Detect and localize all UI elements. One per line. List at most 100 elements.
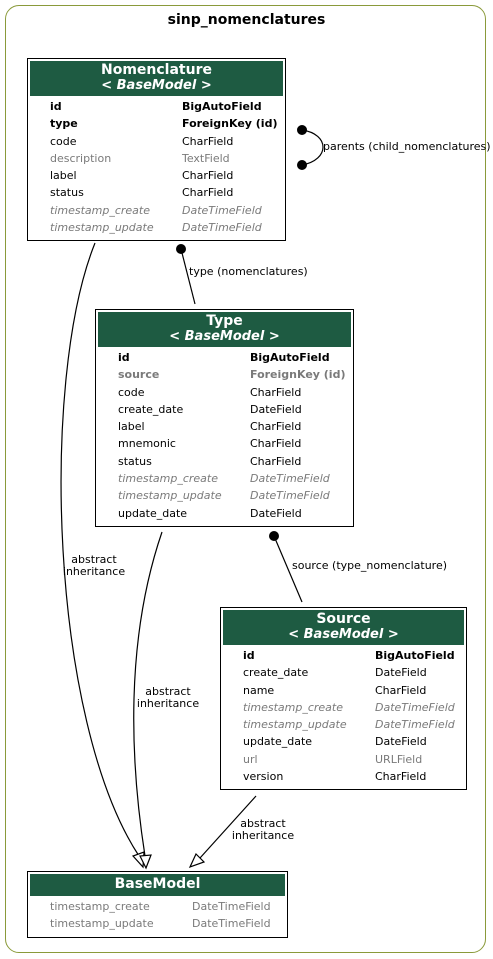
field-name: timestamp_update	[118, 489, 222, 503]
field-row: timestamp_create DateTimeField	[32, 202, 281, 219]
model-nomenclature[interactable]: Nomenclature < BaseModel > id BigAutoFiel…	[27, 58, 286, 242]
inheritance-line-source	[199, 795, 257, 859]
type-relation-line	[180, 248, 196, 305]
inheritance-label-source: abstract inheritance	[229, 818, 297, 842]
field-row: timestamp_create DateTimeField	[32, 898, 283, 915]
field-name: name	[243, 683, 275, 697]
field-name: mnemonic	[118, 437, 176, 451]
parents-relation-line	[301, 129, 324, 166]
inheritance-label-line2: inheritance	[62, 565, 126, 578]
field-row: status CharField	[100, 453, 349, 470]
field-row: url URLField	[225, 751, 462, 768]
inheritance-label-line1: abstract	[145, 685, 191, 698]
field-type: DateField	[250, 402, 302, 416]
field-name: source	[118, 368, 160, 382]
field-name: description	[50, 151, 112, 165]
field-type: BigAutoField	[182, 100, 262, 113]
field-type: DateTimeField	[250, 489, 330, 503]
inheritance-line-type	[133, 531, 163, 857]
inheritance-arrow-source	[188, 852, 206, 869]
field-type: TextField	[182, 151, 230, 165]
field-name: url	[243, 752, 258, 766]
field-type: DateTimeField	[192, 900, 271, 913]
field-type: CharField	[182, 169, 234, 183]
field-type: DateTimeField	[182, 203, 262, 217]
parents-relation-dot-top	[297, 125, 307, 135]
field-row: description TextField	[32, 150, 281, 167]
inheritance-label-nomenclature: abstract inheritance	[60, 554, 128, 578]
model-header: BaseModel	[30, 874, 285, 896]
field-name: version	[243, 770, 284, 784]
source-relation-label: source (type_nomenclature)	[292, 559, 448, 572]
field-name: update_date	[243, 735, 313, 749]
inheritance-label-line1: abstract	[71, 553, 117, 566]
field-type: URLField	[375, 752, 423, 766]
field-type: DateTimeField	[375, 718, 455, 732]
field-type: DateTimeField	[375, 700, 455, 714]
type-relation-dot	[176, 244, 186, 254]
source-relation-line	[273, 535, 303, 603]
field-name: timestamp_create	[50, 900, 150, 913]
field-type: DateTimeField	[250, 472, 330, 486]
field-row: timestamp_update DateTimeField	[100, 487, 349, 504]
field-name: code	[50, 134, 77, 148]
field-name: id	[243, 649, 255, 662]
field-type: DateTimeField	[192, 917, 271, 931]
field-name: timestamp_create	[50, 203, 150, 217]
model-header: Nomenclature < BaseModel >	[30, 61, 283, 96]
model-name: Source	[316, 611, 371, 627]
field-row: id BigAutoField	[100, 349, 349, 366]
parents-relation-dot-bottom	[297, 160, 307, 170]
field-name: timestamp_update	[50, 221, 154, 235]
field-row: create_date DateField	[225, 664, 462, 681]
field-name: id	[50, 100, 62, 113]
field-name: type	[50, 117, 78, 131]
field-row: timestamp_update DateTimeField	[32, 915, 283, 932]
field-row: create_date DateField	[100, 401, 349, 418]
model-header: Type < BaseModel >	[98, 312, 351, 347]
field-type: DateField	[375, 735, 427, 749]
field-name: update_date	[118, 506, 188, 520]
field-name: status	[50, 186, 84, 200]
field-type: BigAutoField	[375, 649, 455, 662]
field-row: status CharField	[32, 184, 281, 201]
field-name: create_date	[118, 402, 184, 416]
field-type: BigAutoField	[250, 351, 330, 364]
field-row: timestamp_create DateTimeField	[225, 699, 462, 716]
model-base: < BaseModel >	[101, 78, 212, 93]
field-type: DateField	[375, 666, 427, 680]
field-name: status	[118, 454, 152, 468]
field-name: create_date	[243, 666, 309, 680]
field-row: label CharField	[32, 167, 281, 184]
field-name: label	[50, 169, 77, 183]
model-name: Nomenclature	[101, 62, 212, 78]
diagram-frame	[5, 5, 486, 953]
field-row: name CharField	[225, 682, 462, 699]
inheritance-label-line1: abstract	[240, 817, 286, 830]
field-type: CharField	[250, 437, 302, 451]
field-name: timestamp_create	[243, 700, 343, 714]
field-type: ForeignKey (id)	[182, 117, 278, 131]
field-type: CharField	[182, 186, 234, 200]
model-header: Source < BaseModel >	[223, 610, 464, 645]
field-type: CharField	[250, 454, 302, 468]
inheritance-line-nomenclature	[60, 242, 140, 857]
inheritance-label-type: abstract inheritance	[134, 686, 202, 710]
model-source[interactable]: Source < BaseModel > id BigAutoField creat…	[220, 607, 467, 791]
field-type: CharField	[375, 683, 427, 697]
field-name: timestamp_update	[50, 917, 154, 931]
field-name: id	[118, 351, 130, 364]
